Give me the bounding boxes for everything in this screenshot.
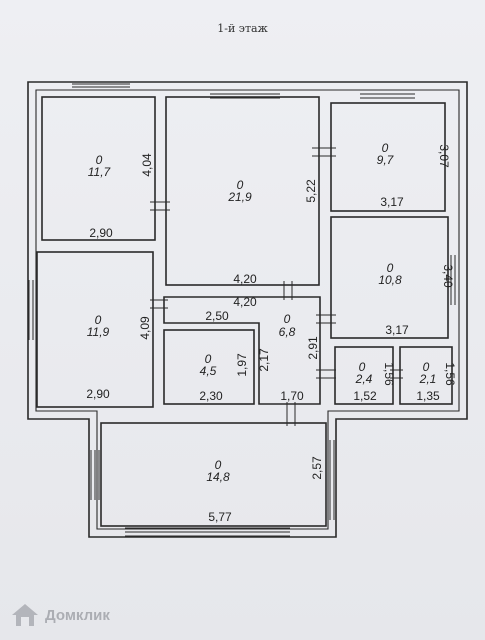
room-5-depth: 4,09 xyxy=(138,316,152,340)
room-2-number: 0 xyxy=(237,178,244,192)
room-1-number: 0 xyxy=(96,153,103,167)
room-10-area: 14,8 xyxy=(206,470,230,484)
room-9-outline xyxy=(399,346,453,405)
domclick-logo-icon xyxy=(12,604,38,626)
door-mark-2 xyxy=(312,147,336,157)
room-2-area: 21,9 xyxy=(227,190,252,204)
room-1-area: 11,7 xyxy=(88,165,112,179)
room-10-depth: 2,57 xyxy=(310,456,324,480)
room-4-area: 10,8 xyxy=(378,273,402,287)
room-6-width2: 2,50 xyxy=(205,309,229,323)
room-4-outline xyxy=(330,216,449,339)
window-right xyxy=(450,255,460,305)
room-9-width: 1,35 xyxy=(416,389,440,403)
room-3-number: 0 xyxy=(382,141,389,155)
room-3-area: 9,7 xyxy=(377,153,395,167)
door-mark-8 xyxy=(286,402,296,426)
room-2-outline xyxy=(165,96,320,286)
room-4-width: 3,17 xyxy=(385,323,409,337)
door-mark-1 xyxy=(150,201,170,211)
room-1-outline xyxy=(41,96,156,241)
outer-wall-inner xyxy=(35,89,460,530)
window-top-left xyxy=(72,83,130,91)
room-7-area: 4,5 xyxy=(200,364,217,378)
room-3-width: 3,17 xyxy=(380,195,404,209)
window-bottom xyxy=(125,527,290,537)
room-6-number: 0 xyxy=(284,312,291,326)
room-8-width: 1,52 xyxy=(353,389,377,403)
room-5-width: 2,90 xyxy=(86,387,110,401)
window-bottom-left xyxy=(90,450,100,500)
room-3-outline xyxy=(330,102,446,212)
room-3-depth: 3,07 xyxy=(437,144,451,168)
room-6-area: 6,8 xyxy=(279,325,296,339)
room-7-outline xyxy=(163,329,255,405)
room-9-depth: 1,56 xyxy=(443,362,457,386)
room-2-width: 4,20 xyxy=(233,272,257,286)
room-8-outline xyxy=(334,346,394,405)
room-5-number: 0 xyxy=(95,313,102,327)
room-2-depth: 5,22 xyxy=(304,179,318,203)
room-6-width: 4,20 xyxy=(233,295,257,309)
door-mark-6 xyxy=(316,369,336,379)
watermark: Домклик xyxy=(10,600,110,630)
door-mark-4 xyxy=(150,299,168,309)
room-8-depth: 1,56 xyxy=(382,362,396,386)
outer-wall xyxy=(27,81,468,538)
room-10-number: 0 xyxy=(215,458,222,472)
room-4-depth: 3,40 xyxy=(441,264,455,288)
room-6-depth: 2,91 xyxy=(306,336,320,360)
room-7-depth: 1,97 xyxy=(235,353,249,377)
room-4-number: 0 xyxy=(387,261,394,275)
room-7-width: 2,30 xyxy=(199,389,223,403)
page-title: 1-й этаж xyxy=(217,22,268,35)
room-10-width: 5,77 xyxy=(208,510,232,524)
window-top-right xyxy=(360,89,415,99)
room-1-width: 2,90 xyxy=(89,226,113,240)
door-mark-5 xyxy=(316,314,336,324)
door-mark-3 xyxy=(283,281,293,300)
window-top-middle xyxy=(210,89,280,99)
room-7-depth2: 2,17 xyxy=(257,348,271,372)
window-left xyxy=(28,280,38,340)
room-7-number: 0 xyxy=(205,352,212,366)
watermark-text: Домклик xyxy=(45,606,110,624)
window-bottom-right xyxy=(325,440,335,520)
door-mark-7 xyxy=(390,369,403,379)
room-9-area: 2,1 xyxy=(419,372,437,386)
room-8-number: 0 xyxy=(359,360,366,374)
room-6-outline xyxy=(163,296,321,405)
room-8-area: 2,4 xyxy=(355,372,373,386)
room-6-bottom: 1,70 xyxy=(280,389,304,403)
room-5-area: 11,9 xyxy=(87,325,110,339)
room-1-depth: 4,04 xyxy=(140,153,154,177)
room-9-number: 0 xyxy=(423,360,430,374)
